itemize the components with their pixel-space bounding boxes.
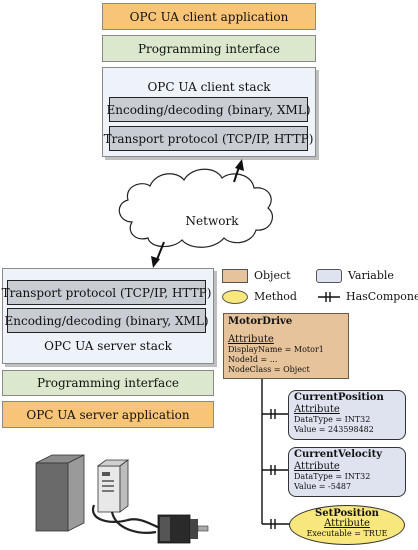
variable-attribute-line: DataType = INT32 bbox=[294, 472, 371, 481]
has-component-legend-label: HasComponent bbox=[346, 290, 418, 303]
client-transport-layer: Transport protocol (TCP/IP, HTTP) bbox=[104, 126, 313, 151]
object-attribute-heading: Attribute bbox=[228, 334, 274, 345]
has-component-connector bbox=[262, 519, 290, 529]
method-legend-label: Method bbox=[254, 290, 297, 303]
variable-attribute-line: DataType = INT32 bbox=[294, 415, 371, 424]
object-legend-label: Object bbox=[254, 269, 291, 282]
variable-legend-swatch bbox=[316, 269, 342, 283]
server-application-box: OPC UA server application bbox=[2, 401, 214, 428]
variable-node-currentposition: CurrentPosition Attribute DataType = INT… bbox=[288, 390, 406, 440]
variable-node-currentvelocity: CurrentVelocity Attribute DataType = INT… bbox=[288, 447, 406, 497]
object-attribute-line: DisplayName = Motor1 bbox=[228, 345, 324, 354]
variable-node-title: CurrentPosition bbox=[294, 392, 384, 403]
servo-drive-icon bbox=[96, 459, 130, 513]
variable-attribute-line: Value = 243598482 bbox=[294, 425, 374, 434]
object-node-motordrive: MotorDrive Attribute DisplayName = Motor… bbox=[223, 313, 349, 379]
cable-line bbox=[91, 504, 161, 530]
server-stack-title: OPC UA server stack bbox=[44, 339, 172, 353]
object-attribute-line: NodeId = ... bbox=[228, 355, 278, 364]
network-cloud-icon bbox=[118, 168, 273, 248]
client-encoding-layer: Encoding/decoding (binary, XML) bbox=[107, 97, 311, 122]
variable-attribute-heading: Attribute bbox=[294, 461, 340, 472]
client-stack-title: OPC UA client stack bbox=[147, 80, 271, 94]
motor-icon bbox=[157, 514, 209, 544]
object-node-title: MotorDrive bbox=[228, 316, 293, 327]
has-component-connector bbox=[262, 465, 288, 475]
control-cabinet-icon bbox=[35, 454, 85, 532]
object-attribute-line: NodeClass = Object bbox=[228, 365, 310, 374]
server-programming-interface-box: Programming interface bbox=[2, 370, 214, 396]
method-attribute-line: Executable = TRUE bbox=[306, 529, 388, 538]
server-encoding-layer: Encoding/decoding (binary, XML) bbox=[5, 308, 209, 333]
method-node-title: SetPosition bbox=[315, 508, 379, 519]
method-legend-swatch bbox=[222, 290, 248, 304]
variable-legend-label: Variable bbox=[348, 269, 394, 282]
method-node-setposition: SetPosition Attribute Executable = TRUE bbox=[289, 505, 405, 545]
arrow-up-head-icon bbox=[235, 159, 244, 171]
arrow-down-head-icon bbox=[151, 256, 160, 268]
has-component-connector bbox=[262, 409, 288, 419]
client-application-box: OPC UA client application bbox=[102, 3, 316, 30]
object-legend-swatch bbox=[222, 269, 248, 283]
variable-attribute-line: Value = -5487 bbox=[294, 482, 352, 491]
variable-attribute-heading: Attribute bbox=[294, 404, 340, 415]
server-transport-layer: Transport protocol (TCP/IP, HTTP) bbox=[2, 280, 211, 305]
network-label: Network bbox=[185, 214, 239, 228]
variable-node-title: CurrentVelocity bbox=[294, 449, 383, 460]
client-programming-interface-box: Programming interface bbox=[102, 35, 316, 62]
method-attribute-heading: Attribute bbox=[324, 518, 370, 529]
